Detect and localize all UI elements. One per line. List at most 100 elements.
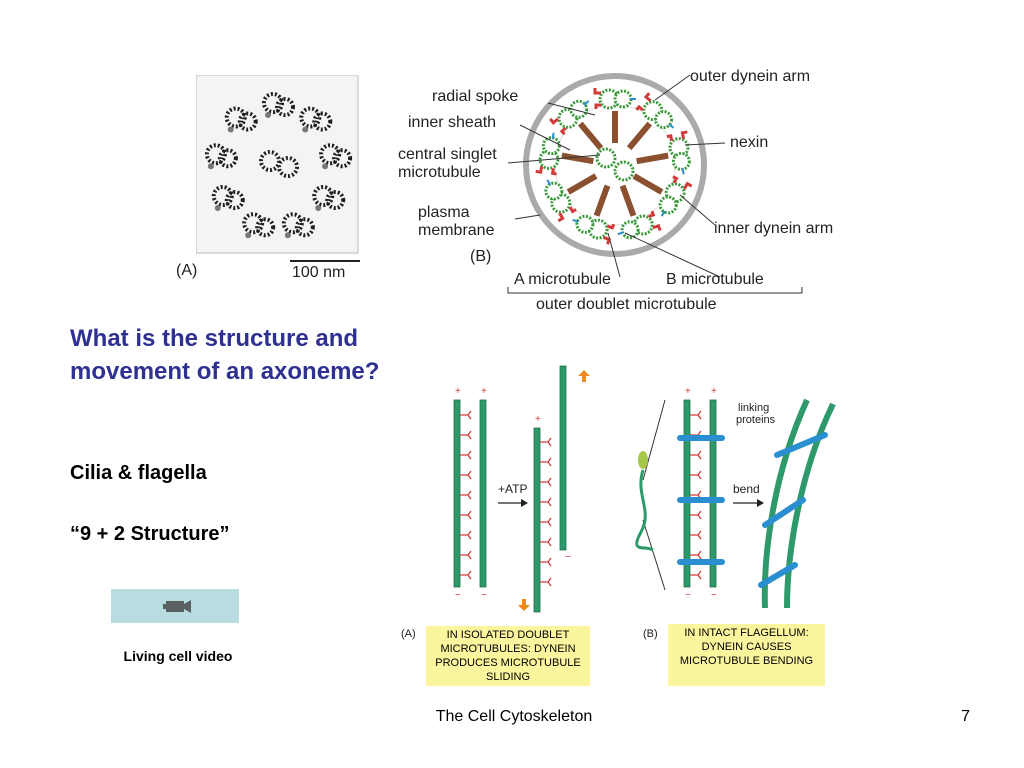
nexin-link bbox=[551, 132, 555, 139]
dynein-sliding-bending-figure: ++−−+−++−− +ATP bend linking proteins (A… bbox=[401, 365, 836, 640]
micrograph-doublet-b bbox=[237, 111, 258, 132]
panel-b-label: (B) bbox=[643, 628, 658, 640]
label-inner-dynein-arm: inner dynein arm bbox=[714, 220, 833, 237]
nexin-link bbox=[583, 100, 590, 106]
outer-dynein-arm bbox=[683, 181, 693, 190]
micrograph-speck bbox=[302, 126, 309, 133]
microtubule bbox=[683, 399, 691, 588]
micrograph-central-pair bbox=[259, 150, 299, 178]
inner-dynein-arm bbox=[607, 223, 616, 230]
microtubule bbox=[709, 399, 717, 588]
dynein-arm bbox=[690, 450, 702, 460]
outer-dynein-arm bbox=[549, 117, 559, 125]
label-plasma: plasma bbox=[418, 204, 470, 221]
outer-dynein-arm bbox=[643, 92, 652, 102]
radial-spoke bbox=[619, 184, 637, 217]
micrograph-doublet bbox=[299, 106, 322, 129]
plus-sign: + bbox=[685, 386, 691, 397]
label-b-microtubule: B microtubule bbox=[666, 271, 764, 288]
minus-sign: − bbox=[685, 590, 691, 601]
micrograph-speck bbox=[207, 163, 214, 170]
dynein-arm bbox=[540, 517, 552, 527]
label-central-singlet: central singlet bbox=[398, 146, 497, 163]
radial-spoke bbox=[626, 121, 653, 151]
scale-bar-label: 100 nm bbox=[292, 264, 345, 281]
linking-label-1: linking bbox=[738, 402, 769, 414]
dynein-arm bbox=[460, 450, 472, 460]
dynein-arm bbox=[460, 550, 472, 560]
footer-title: The Cell Cytoskeleton bbox=[435, 708, 593, 725]
minus-sign: − bbox=[565, 552, 571, 563]
micrograph-speck bbox=[315, 205, 322, 211]
living-cell-video-button[interactable] bbox=[111, 589, 239, 623]
video-camera-icon bbox=[163, 600, 191, 613]
dynein-arm bbox=[540, 537, 552, 547]
dynein-arm bbox=[460, 410, 472, 420]
label-central-singlet-2: microtubule bbox=[398, 164, 481, 181]
micrograph-speck bbox=[227, 126, 234, 133]
up-arrow-icon bbox=[578, 370, 590, 382]
dynein-arm bbox=[540, 437, 552, 447]
dynein-arm bbox=[540, 477, 552, 487]
nexin-link bbox=[668, 123, 675, 129]
down-arrow-icon bbox=[518, 599, 530, 611]
bent-microtubule bbox=[784, 402, 836, 609]
linking-protein bbox=[774, 432, 828, 458]
minus-sign: − bbox=[711, 590, 717, 601]
micrograph-doublet bbox=[211, 185, 234, 207]
zoom-bracket bbox=[642, 399, 666, 591]
inner-dynein-arm bbox=[594, 103, 601, 109]
dynein-arm bbox=[460, 490, 472, 500]
subtitle-9-2-structure: “9 + 2 Structure” bbox=[70, 523, 230, 545]
micrograph-speck bbox=[245, 232, 252, 239]
diagram-b-label: (B) bbox=[470, 248, 491, 265]
microtubule bbox=[453, 399, 461, 588]
radial-spoke bbox=[561, 152, 594, 165]
micrograph-doublet bbox=[224, 106, 247, 129]
radial-spoke bbox=[566, 173, 598, 195]
radial-spoke bbox=[636, 152, 669, 165]
micrograph-doublet-ring bbox=[204, 92, 353, 239]
inner-dynein-arm bbox=[635, 104, 644, 112]
microtubule bbox=[479, 399, 487, 588]
micrograph-doublet-b bbox=[224, 190, 245, 210]
slide-heading: What is the structure and movement of an… bbox=[70, 325, 380, 385]
dynein-arm bbox=[540, 457, 552, 467]
minus-sign: − bbox=[455, 590, 461, 601]
linking-protein bbox=[758, 562, 798, 588]
micrograph-speck bbox=[284, 232, 291, 239]
nexin-link bbox=[572, 218, 579, 223]
axoneme-micrograph bbox=[196, 75, 359, 254]
label-inner-sheath: inner sheath bbox=[408, 114, 496, 131]
micrograph-doublet-b bbox=[312, 111, 333, 132]
dynein-arm bbox=[540, 497, 552, 507]
outer-dynein-arm bbox=[603, 236, 612, 245]
central-microtubule-1 bbox=[595, 147, 617, 169]
micrograph-speck bbox=[265, 112, 271, 118]
microtubule bbox=[533, 427, 541, 613]
nexin-link bbox=[617, 231, 624, 236]
inner-dynein-arm bbox=[672, 175, 679, 184]
outer-doublets bbox=[535, 88, 693, 245]
central-microtubule-2 bbox=[613, 160, 635, 182]
label-nexin: nexin bbox=[730, 134, 768, 151]
micrograph-doublet-b bbox=[217, 148, 238, 169]
outer-dynein-arm bbox=[535, 166, 544, 174]
inner-dynein-arm bbox=[559, 126, 567, 136]
micrograph-doublet-b bbox=[255, 217, 276, 238]
nexin-link bbox=[546, 179, 552, 186]
b-tubule bbox=[613, 89, 633, 109]
micrograph-doublet bbox=[319, 143, 342, 166]
subtitle-cilia-flagella: Cilia & flagella bbox=[70, 462, 207, 484]
outer-dynein-arm bbox=[593, 88, 601, 95]
label-membrane: membrane bbox=[418, 222, 495, 239]
micrograph-doublet-b bbox=[275, 97, 295, 117]
atp-label: +ATP bbox=[498, 482, 527, 496]
micrograph-scale: (A) 100 nm bbox=[176, 260, 360, 281]
sperm-head-icon bbox=[638, 451, 648, 469]
label-radial-spoke: radial spoke bbox=[432, 88, 518, 105]
b-tubule bbox=[544, 181, 564, 201]
outer-dynein-arm bbox=[557, 212, 565, 223]
plus-sign: + bbox=[455, 386, 461, 397]
b-tubule bbox=[671, 151, 691, 171]
